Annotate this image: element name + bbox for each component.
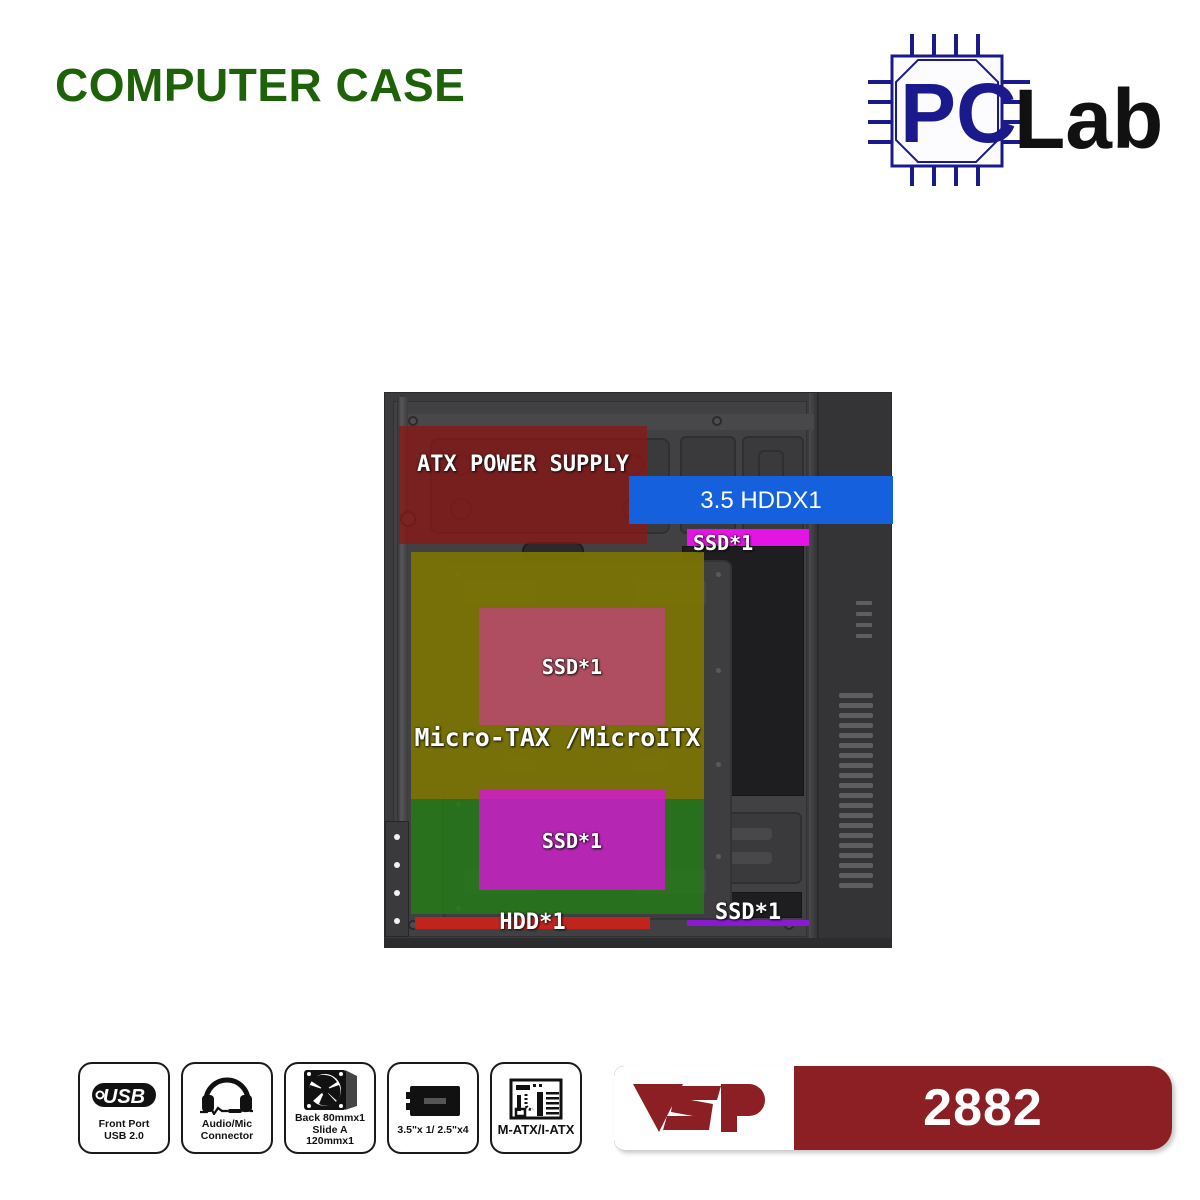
model-number: 2882 (923, 1079, 1043, 1137)
screw (712, 416, 722, 426)
ssd-drive-icon (402, 1080, 464, 1122)
case-right-bevel (809, 393, 819, 945)
usb-icon: USB (90, 1074, 158, 1116)
fan-icon (301, 1068, 359, 1110)
model-banner: 2882 (614, 1066, 1172, 1150)
pclab-chip-text: PC (900, 66, 1017, 160)
annotation-overlay-ssd-pink (479, 608, 665, 725)
svg-text:USB: USB (103, 1086, 145, 1108)
annotation-bar-hdd-bottom (415, 917, 650, 929)
annotation-overlay-psu (399, 426, 647, 544)
annotation-line-ssd-bottom (687, 920, 809, 926)
annotation-overlay-ssd-magenta (479, 790, 665, 890)
case-base (384, 938, 892, 948)
vsp-logo-plate (614, 1066, 794, 1150)
pclab-logo: PC Lab (866, 28, 1186, 193)
page-title: COMPUTER CASE (55, 59, 466, 111)
motherboard-icon (509, 1078, 563, 1120)
case-left-rail (397, 397, 408, 937)
headset-icon (198, 1074, 256, 1116)
feature-label-motherboard: M-ATX/I-ATX (497, 1122, 575, 1138)
annotation-bar-ssd-top (687, 529, 809, 546)
feature-card-motherboard: M-ATX/I-ATX (490, 1062, 582, 1154)
rear-vent-slots (839, 693, 873, 893)
screw (408, 416, 418, 426)
feature-label-drive: 3.5"x 1/ 2.5"x4 (397, 1123, 469, 1136)
vsp-logo (633, 1084, 765, 1132)
computer-case-interior-diagram: ATX POWER SUPPLY 3.5 HDDX1 SSD*1 SSD*1 M… (365, 392, 910, 954)
small-vent-group (856, 601, 872, 645)
case-foot-bracket (385, 821, 409, 937)
feature-card-drive: 3.5"x 1/ 2.5"x4 (387, 1062, 479, 1154)
pclab-word-text: Lab (1014, 72, 1163, 166)
annotation-callout-hdd35 (629, 476, 893, 524)
